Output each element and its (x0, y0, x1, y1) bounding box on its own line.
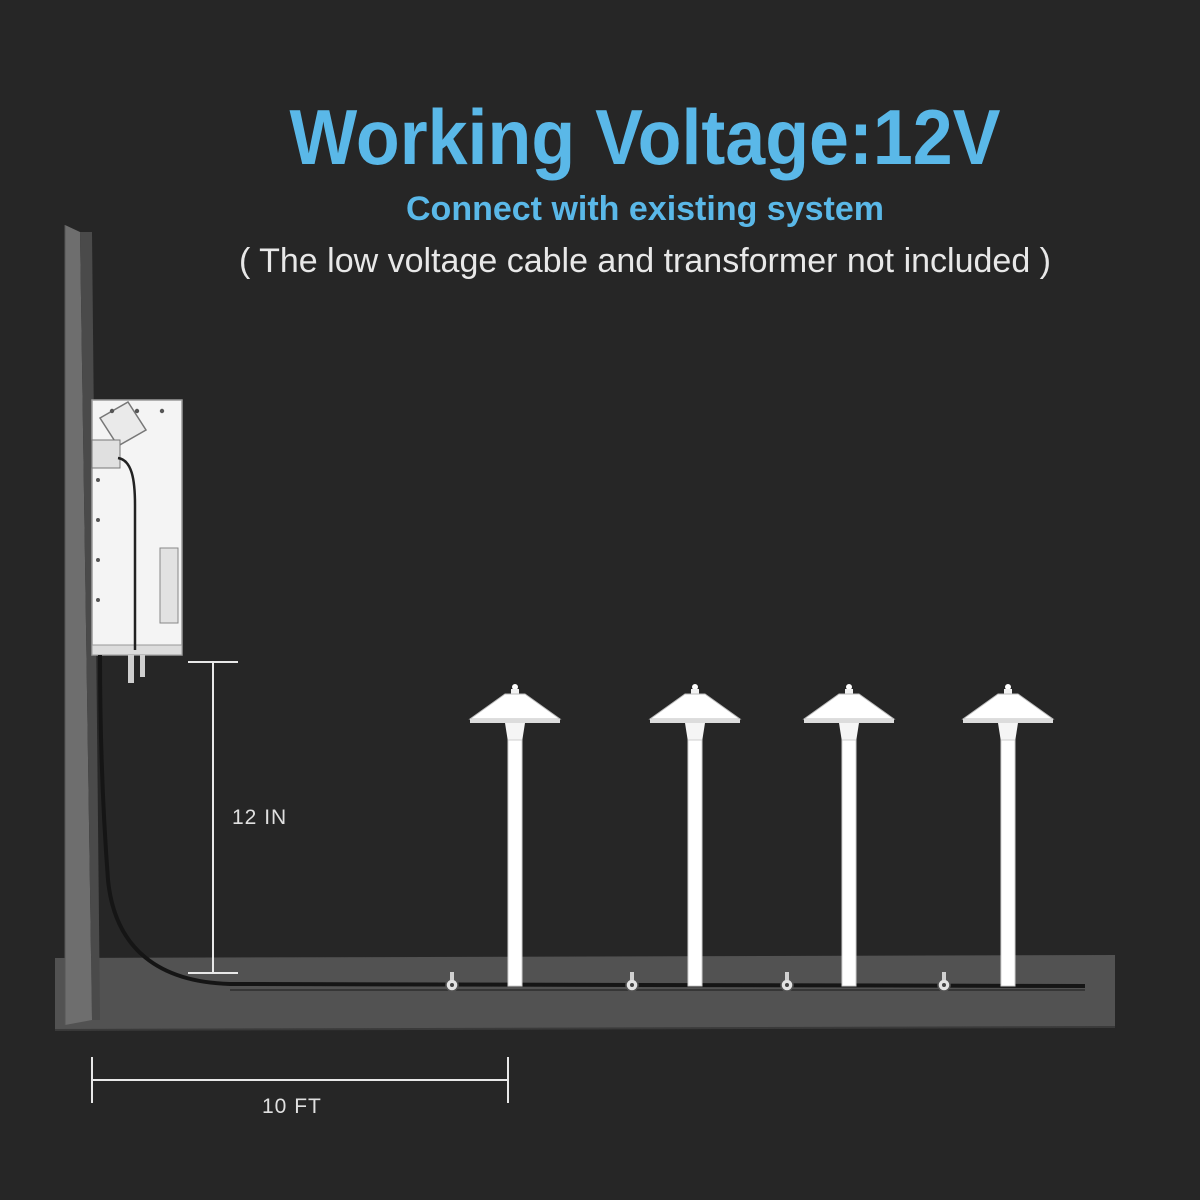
cable-connector-icon (625, 972, 639, 992)
page-subtitle: Connect with existing system (406, 190, 884, 228)
wall (64, 225, 100, 1025)
page-title: Working Voltage:12V (289, 93, 1001, 181)
height-label: 12 IN (232, 806, 287, 829)
cable-connector-icon (445, 972, 459, 992)
distance-label: 10 FT (262, 1095, 322, 1118)
path-light-icon (961, 684, 1055, 987)
path-light-icon (802, 684, 896, 987)
cable-connector-icon (780, 972, 794, 992)
path-lights (468, 684, 1055, 987)
cable-connector-icon (937, 972, 951, 992)
low-voltage-cable (98, 654, 1086, 988)
disclaimer-note: ( The low voltage cable and transformer … (238, 242, 1052, 280)
distance-dimension: 10 FT (91, 1057, 509, 1118)
transformer-icon (91, 399, 183, 683)
path-light-icon (468, 684, 562, 987)
height-dimension: 12 IN (188, 661, 287, 974)
cable-connectors (445, 972, 951, 992)
path-light-icon (648, 684, 742, 987)
